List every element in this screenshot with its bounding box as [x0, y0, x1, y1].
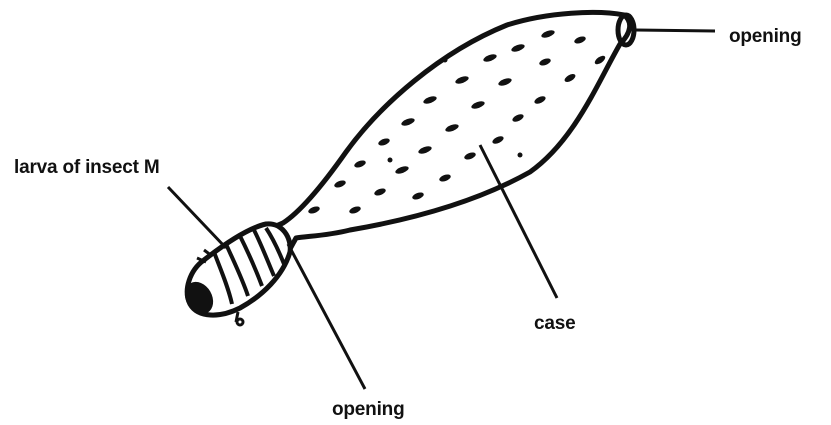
larva-body [179, 224, 290, 325]
label-opening-bottom: opening [332, 399, 404, 421]
leader-line-case [480, 145, 557, 298]
leader-line-opening-top [636, 30, 715, 31]
case-speckles [307, 29, 606, 215]
label-case: case [534, 313, 575, 335]
label-opening-top: opening [729, 26, 801, 48]
leader-line-larva [168, 187, 226, 248]
leader-line-opening-bottom [288, 244, 365, 389]
case-outline [246, 12, 629, 279]
label-larva-of-insect-m: larva of insect M [14, 157, 159, 179]
